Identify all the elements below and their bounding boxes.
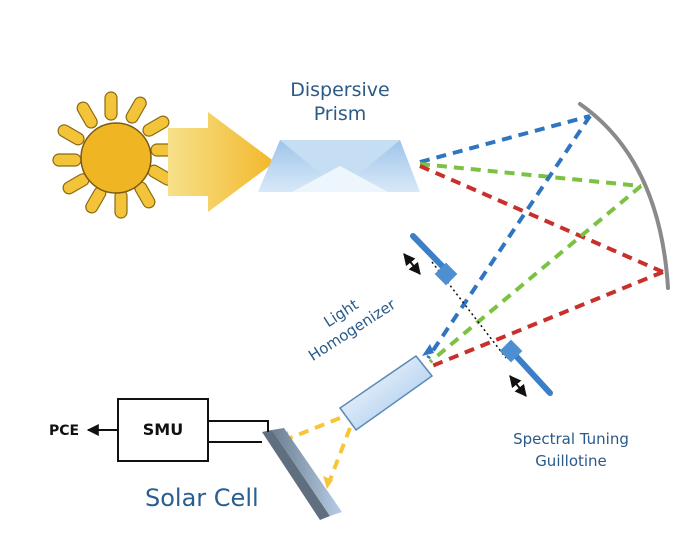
sun-icon	[52, 91, 180, 219]
arrow-icon	[403, 253, 421, 275]
guillotine-blade-lower	[499, 339, 553, 397]
beam-arrowhead	[422, 344, 434, 356]
pce-label: PCE	[49, 423, 80, 439]
prism-label-line1: Dispersive	[290, 79, 390, 101]
dispersed-beams	[419, 114, 664, 368]
arrow-icon	[509, 375, 527, 397]
curved-mirror	[578, 102, 670, 290]
red-beam-in	[419, 164, 664, 274]
solar-cell-label: Solar Cell	[145, 484, 259, 512]
smu-box	[117, 398, 209, 462]
sunlight-beam	[168, 112, 275, 212]
guillotine-label: Spectral Tuning Guillotine	[500, 428, 642, 472]
sun-core	[80, 122, 152, 194]
dispersive-prism	[258, 140, 420, 192]
red-beam-out	[431, 270, 664, 368]
blue-beam-out	[426, 114, 592, 360]
green-beam-out	[428, 184, 643, 364]
smu-label: SMU	[142, 420, 184, 439]
guillotine-label-line2: Guillotine	[535, 452, 607, 470]
prism-label-line2: Prism	[313, 103, 367, 125]
prism-label: Dispersive Prism	[258, 78, 422, 126]
homogenized-beams	[284, 416, 352, 481]
blue-beam-in	[419, 114, 591, 164]
light-homogenizer	[338, 354, 434, 432]
beam-arrowhead	[323, 476, 333, 489]
solar-cell	[262, 428, 342, 520]
green-beam-in	[419, 162, 642, 188]
guillotine-blade-upper	[403, 233, 458, 286]
guillotine-label-line1: Spectral Tuning	[513, 430, 629, 448]
smu-wire-top	[208, 420, 269, 432]
